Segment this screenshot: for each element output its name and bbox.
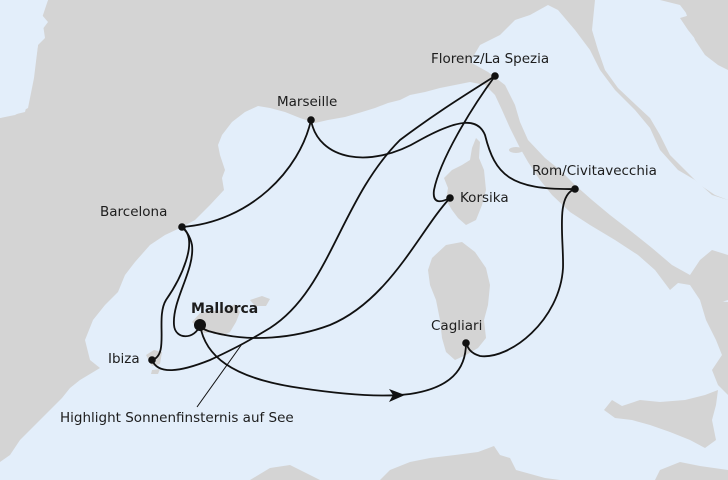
land-africa (380, 446, 560, 480)
route-florenz-korsika (432, 75, 496, 203)
land-europe (0, 0, 728, 462)
island-menorca (250, 296, 270, 306)
land-tunisia-east (655, 462, 728, 480)
island-formentera (151, 369, 160, 374)
island-istria (680, 15, 716, 60)
island-sicily (604, 390, 718, 448)
port-marker-mallorca (194, 319, 206, 331)
port-label-ibiza[interactable]: Ibiza (108, 351, 140, 367)
island-sardinia (428, 242, 490, 360)
route-barcelona-ibiza (151, 226, 191, 361)
cruise-routes (151, 75, 576, 408)
route-direction-arrow-icon (389, 389, 405, 402)
port-label-marseille[interactable]: Marseille (277, 94, 338, 110)
port-label-korsika[interactable]: Korsika (460, 190, 509, 206)
eclipse-highlight-annotation: Highlight Sonnenfinsternis auf See (60, 410, 294, 426)
land-calabria (700, 300, 728, 395)
port-marker-barcelona (178, 223, 186, 231)
sea-biscay (0, 0, 48, 118)
route-marseille-rom (310, 119, 576, 190)
land-africa-west (250, 465, 320, 480)
port-marker-marseille (307, 116, 315, 124)
port-label-mallorca[interactable]: Mallorca (191, 301, 259, 317)
port-marker-florenz (491, 72, 499, 80)
port-marker-rom (571, 185, 579, 193)
sea-adriatic (592, 0, 728, 200)
port-marker-ibiza (148, 356, 156, 364)
route-korsika-mallorca (199, 197, 451, 339)
route-mallorca-cagliari (199, 324, 467, 397)
route-rom-cagliari (465, 188, 576, 358)
port-label-rom[interactable]: Rom/Civitavecchia (532, 163, 657, 179)
island-elba (509, 147, 523, 153)
port-marker-korsika (446, 194, 454, 202)
route-ibiza-florenz (151, 75, 496, 372)
port-label-cagliari[interactable]: Cagliari (431, 318, 483, 334)
annotation-leader-line (196, 343, 243, 408)
port-markers (148, 72, 579, 364)
land-croatia (660, 0, 728, 62)
island-corsica (444, 138, 486, 225)
route-barcelona-marseille (181, 119, 312, 228)
port-label-florenz[interactable]: Florenz/La Spezia (431, 51, 550, 67)
port-label-barcelona[interactable]: Barcelona (100, 204, 168, 220)
port-marker-cagliari (462, 339, 470, 347)
